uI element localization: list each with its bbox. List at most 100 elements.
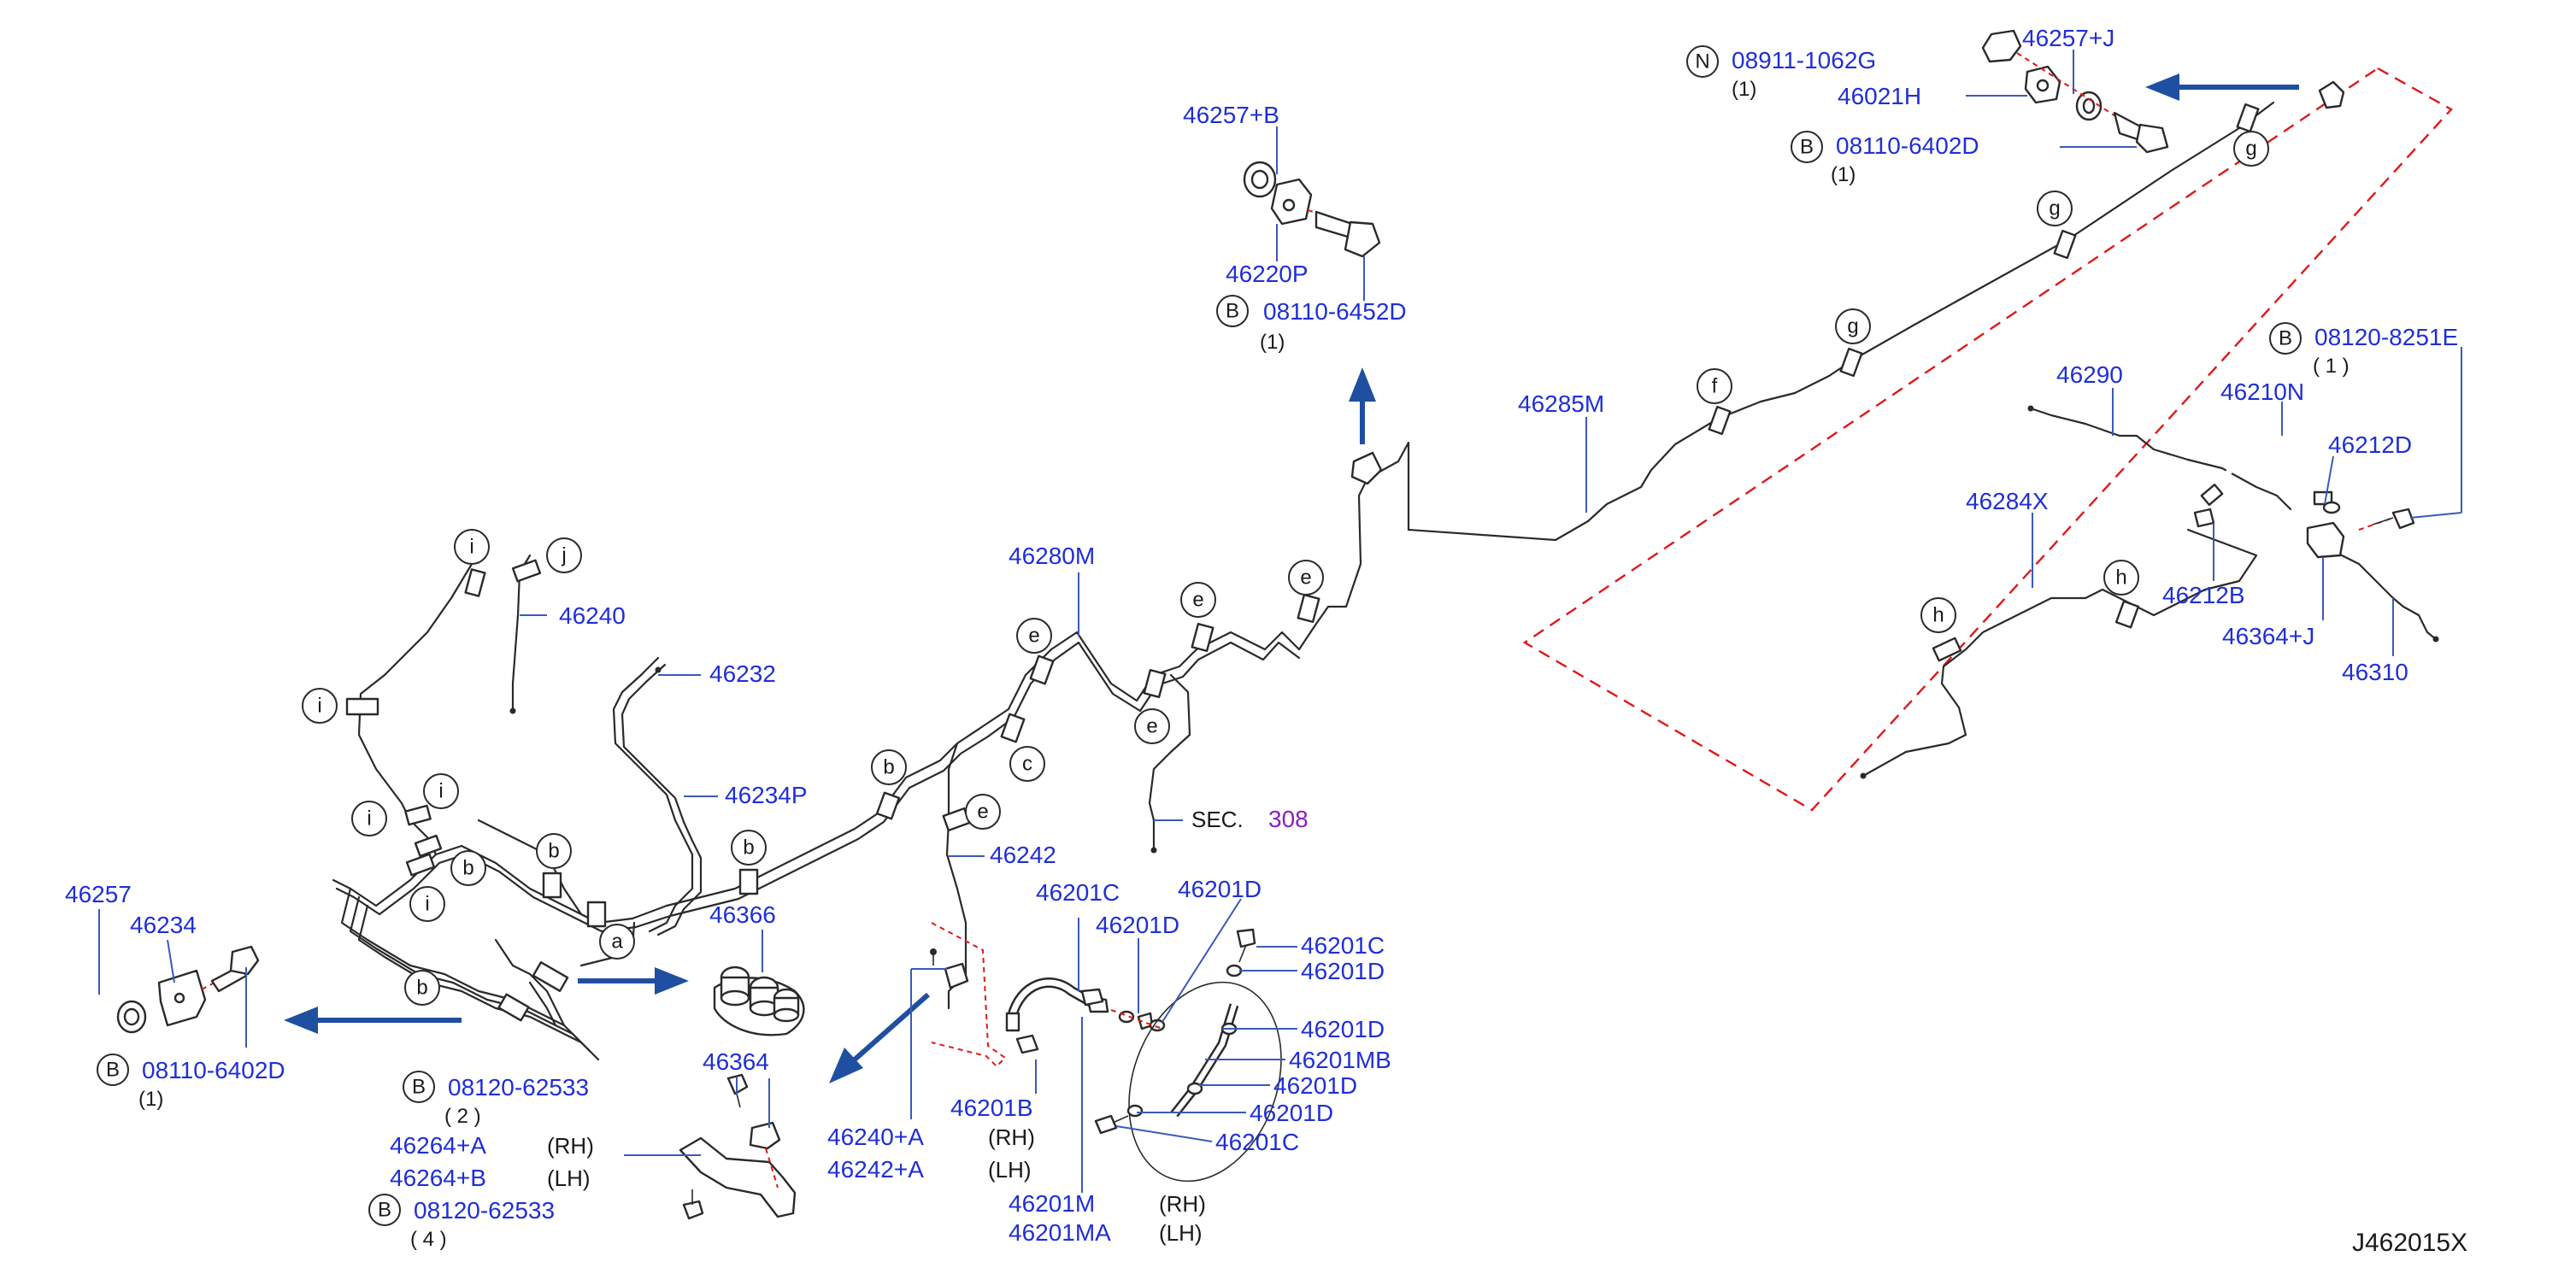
label-46257b: 46257+B (1183, 102, 1279, 128)
callout-f (1697, 368, 1732, 404)
label-46280m: 46280M (1009, 543, 1095, 569)
svg-text:( 2 ): ( 2 ) (444, 1105, 481, 1128)
bolt-46201c-c (1094, 1114, 1118, 1135)
label-46201d-3: 46201D (1301, 958, 1385, 984)
callout-e-3 (1134, 708, 1170, 744)
label-46201d-4: 46201D (1301, 1016, 1385, 1042)
label-46366: 46366 (709, 901, 776, 928)
symbol-b-center (1216, 295, 1249, 327)
svg-text:(1): (1) (1831, 163, 1856, 186)
label-46210n: 46210N (2220, 379, 2304, 405)
washer-46201d-d (1126, 1104, 1144, 1118)
callout-h-1 (2103, 560, 2139, 596)
symbol-b-right (2269, 322, 2302, 355)
svg-text:e: e (1146, 715, 1157, 738)
label-08120-62533-a: 08120-62533 (448, 1074, 589, 1101)
symbol-b-62533-b (368, 1194, 401, 1226)
brake-hose-46210n (2200, 435, 2333, 506)
callout-h-2 (1920, 597, 1956, 633)
callout-g-1 (1835, 308, 1871, 344)
label-46284x: 46284X (1966, 488, 2049, 514)
hose-detail-circle (1128, 981, 1282, 1183)
svg-text:i: i (425, 893, 429, 916)
svg-text:B: B (2279, 327, 2292, 350)
pipe-clips (345, 103, 2260, 1022)
label-sec-308: 308 (1268, 806, 1309, 832)
label-46201d-6: 46201D (1250, 1100, 1333, 1126)
label-08120-8251e: 08120-8251E (2314, 324, 2458, 350)
label-46220p: 46220P (1226, 261, 1309, 287)
label-46201c-3: 46201C (1215, 1129, 1299, 1155)
label-46242: 46242 (990, 842, 1056, 868)
rear-bracket-outline (931, 922, 1007, 1068)
clip-callouts: i j i i i i b b b b b a c e e e e e f g … (302, 131, 2269, 1006)
svg-text:(1): (1) (138, 1088, 163, 1111)
callout-g-3 (2233, 131, 2269, 167)
svg-text:b: b (416, 977, 427, 1000)
diagram-id: J462015X (2352, 1229, 2467, 1257)
callout-b-3 (536, 833, 572, 869)
clip-at-arrow (1350, 451, 1383, 485)
callout-e-2 (1016, 618, 1052, 654)
svg-text:b: b (548, 840, 559, 863)
pipe-46285m (1297, 101, 2275, 651)
label-46201d-5: 46201D (1273, 1072, 1357, 1099)
callout-i-2 (302, 688, 338, 724)
label-46201c-2: 46201C (1301, 932, 1385, 959)
symbol-b-top (1791, 131, 1823, 163)
label-08110-6452d: 08110-6452D (1263, 298, 1407, 325)
svg-text:(1): (1) (1732, 78, 1756, 101)
svg-text:B: B (106, 1059, 120, 1082)
label-08110-6402d-left: 08110-6402D (142, 1057, 285, 1083)
svg-text:B: B (1800, 136, 1814, 159)
svg-text:(LH): (LH) (547, 1165, 591, 1191)
label-46264b: 46264+B (390, 1165, 486, 1191)
svg-text:i: i (469, 536, 473, 559)
arrow-up-center (1349, 367, 1376, 444)
bolt-46201c-b (1236, 928, 1256, 948)
pipe-end-dots (509, 405, 2439, 854)
svg-text:e: e (1300, 566, 1311, 590)
svg-text:e: e (977, 801, 988, 824)
symbol-n (1686, 45, 1719, 78)
svg-text:i: i (317, 695, 321, 718)
callout-i-5 (409, 886, 445, 922)
svg-text:c: c (1022, 753, 1032, 776)
symbol-b-left (97, 1054, 129, 1086)
callout-e-5 (1288, 560, 1324, 596)
label-sec-prefix: SEC. (1191, 807, 1244, 832)
svg-text:b: b (743, 837, 754, 860)
label-46310: 46310 (2342, 659, 2408, 685)
label-46201b: 46201B (950, 1095, 1033, 1121)
svg-text:j: j (561, 544, 566, 567)
label-46201ma: 46201MA (1009, 1219, 1111, 1246)
label-46285m: 46285M (1518, 390, 1604, 417)
svg-text:(LH): (LH) (1159, 1220, 1203, 1246)
label-46364j: 46364+J (2222, 623, 2314, 649)
callout-e-4 (1180, 582, 1216, 618)
svg-text:B: B (412, 1076, 426, 1099)
svg-text:h: h (1932, 604, 1944, 627)
svg-text:g: g (1847, 315, 1858, 338)
bolt-46201c-a (1080, 988, 1104, 1007)
svg-text:N: N (1695, 50, 1709, 73)
svg-text:i: i (367, 807, 371, 831)
label-46257: 46257 (65, 881, 132, 907)
clip-46212b (2193, 508, 2215, 528)
bracket-46234 (116, 945, 260, 1034)
label-46264a: 46264+A (390, 1132, 486, 1159)
svg-text:g: g (2049, 197, 2060, 220)
clip-46240a (944, 962, 969, 989)
svg-text:g: g (2245, 138, 2256, 161)
svg-text:( 1 ): ( 1 ) (2313, 355, 2350, 378)
callout-i-4 (351, 801, 387, 837)
brake-hose-46201m (1005, 977, 1109, 1032)
svg-text:a: a (611, 930, 623, 954)
junction-block-46364j (2306, 521, 2345, 559)
label-46201m: 46201M (1009, 1190, 1095, 1217)
callout-i-3 (423, 773, 459, 809)
svg-text:e: e (1028, 625, 1039, 648)
callout-b-2 (404, 970, 440, 1006)
rear-assembly-outline (1522, 67, 2453, 812)
bolt-08120-8251e (2358, 508, 2415, 531)
